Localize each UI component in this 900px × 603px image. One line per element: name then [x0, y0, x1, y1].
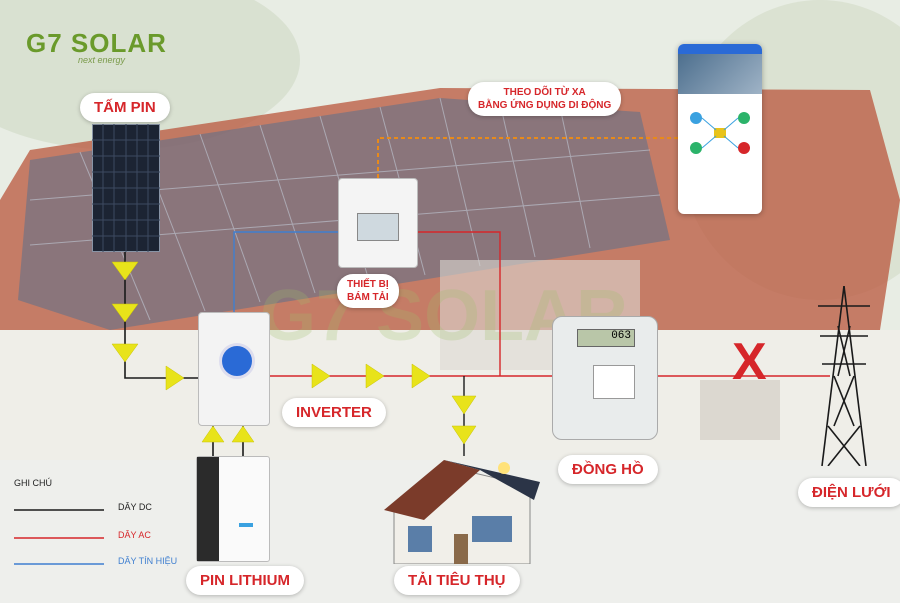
label-load: TẢI TIÊU THỤ — [394, 566, 520, 595]
solar-panel — [92, 124, 160, 252]
flow-arrow — [311, 363, 331, 389]
flow-arrow — [411, 363, 431, 389]
remote-monitor-link — [377, 137, 678, 178]
app-flow-diagram — [690, 112, 750, 154]
label-lithium-battery: PIN LITHIUM — [186, 566, 304, 595]
flow-arrow — [231, 425, 255, 443]
label-load-following-line1: THIẾT BỊ — [347, 279, 389, 290]
label-remote-line1: THEO DÕI TỪ XA — [503, 87, 586, 98]
inverter-device — [198, 312, 270, 426]
label-load-following-device: THIẾT BỊ BÁM TẢI — [337, 274, 399, 308]
lithium-battery — [196, 456, 270, 562]
battery-indicator — [239, 523, 253, 527]
grid-tower — [818, 286, 870, 466]
house-load — [384, 460, 540, 564]
flow-arrow — [201, 425, 225, 443]
ac-wire-load-meter — [416, 231, 501, 376]
dc-wire-panel — [124, 250, 198, 379]
brand-name: G7 SOLAR — [26, 28, 167, 58]
mobile-app-screenshot — [678, 44, 762, 214]
label-remote-monitoring: THEO DÕI TỪ XA BẰNG ỨNG DỤNG DI ĐỘNG — [468, 82, 622, 116]
legend: GHI CHÚ DÂY DC DÂY AC DÂY TÍN HIỆU — [14, 472, 204, 582]
flow-arrow — [165, 365, 185, 391]
legend-label-signal: DÂY TÍN HIỆU — [118, 556, 178, 566]
device-screen — [357, 213, 399, 241]
label-meter: ĐỒNG HỒ — [558, 455, 658, 484]
flow-arrow — [111, 303, 139, 323]
flow-arrow — [451, 395, 477, 415]
brand-tagline: next energy — [78, 55, 126, 65]
signal-wire — [233, 231, 338, 312]
meter-nameplate — [593, 365, 635, 399]
label-load-following-line2: BÁM TẢI — [347, 292, 389, 303]
load-following-device — [338, 178, 418, 268]
meter-reading: 063 — [577, 329, 635, 347]
legend-label-ac: DÂY AC — [118, 530, 151, 540]
flow-arrow — [111, 343, 139, 363]
legend-title: GHI CHÚ — [14, 478, 52, 488]
label-grid: ĐIỆN LƯỚI — [798, 478, 900, 507]
flow-arrow — [111, 261, 139, 281]
label-inverter: INVERTER — [282, 398, 386, 427]
label-remote-line2: BẰNG ỨNG DỤNG DI ĐỘNG — [478, 100, 612, 111]
grid-blocked-mark: X — [732, 333, 767, 391]
label-solar-panel: TẤM PIN — [80, 93, 170, 122]
grid-meter: 063 — [552, 316, 658, 440]
brand-logo: G7 SOLAR next energy — [26, 28, 167, 65]
inverter-display — [219, 343, 255, 379]
flow-arrow — [365, 363, 385, 389]
flow-arrow — [451, 425, 477, 445]
legend-label-dc: DÂY DC — [118, 502, 152, 512]
